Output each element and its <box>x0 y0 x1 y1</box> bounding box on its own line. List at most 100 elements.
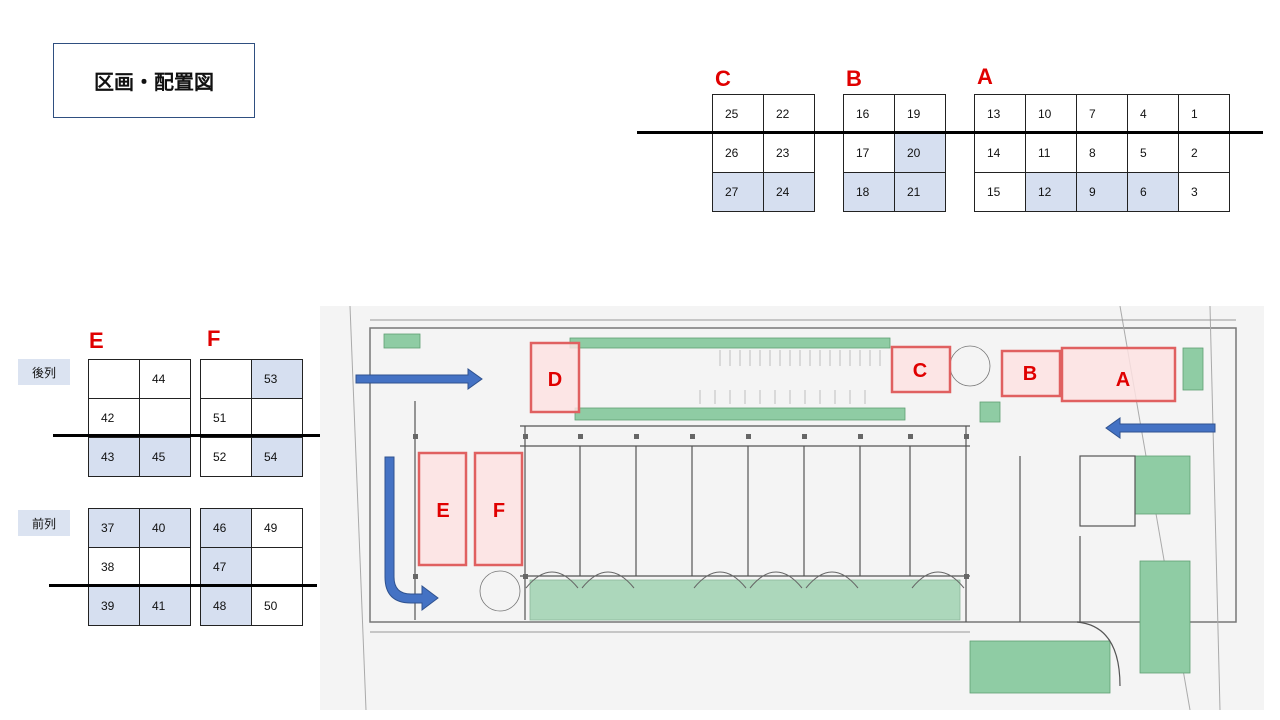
floor-plan: D C B A E F <box>320 306 1264 710</box>
empty-slot <box>139 547 191 587</box>
marker-d <box>529 341 581 414</box>
slot-22: 22 <box>763 94 815 134</box>
section-e-label: E <box>89 328 104 353</box>
slot-16: 16 <box>843 94 895 134</box>
slot-50: 50 <box>251 586 303 626</box>
slot-1: 1 <box>1178 94 1230 134</box>
slot-40: 40 <box>139 508 191 548</box>
slot-15: 15 <box>974 172 1026 212</box>
slot-14: 14 <box>974 133 1026 173</box>
slot-9: 9 <box>1076 172 1128 212</box>
grid-row: 42 <box>88 398 191 438</box>
section-a-label: A <box>977 64 993 89</box>
slot-25: 25 <box>712 94 764 134</box>
slot-47: 47 <box>200 547 252 587</box>
slot-6: 6 <box>1127 172 1179 212</box>
page-title: 区画・配置図 <box>53 43 255 118</box>
slot-10: 10 <box>1025 94 1077 134</box>
empty-slot <box>88 359 140 399</box>
slot-23: 23 <box>763 133 815 173</box>
marker-f <box>473 451 524 567</box>
empty-slot <box>139 398 191 438</box>
slot-19: 19 <box>894 94 946 134</box>
slot-52: 52 <box>200 437 252 477</box>
marker-c-label: C <box>913 360 927 382</box>
top-divider-line <box>637 131 1263 134</box>
front-row-label: 前列 <box>18 510 70 536</box>
grid-row: 53 <box>200 359 303 399</box>
slot-38: 38 <box>88 547 140 587</box>
slot-42: 42 <box>88 398 140 438</box>
slot-49: 49 <box>251 508 303 548</box>
slot-27: 27 <box>712 172 764 212</box>
building-outline <box>369 327 1237 623</box>
slot-43: 43 <box>88 437 140 477</box>
empty-slot <box>200 359 252 399</box>
marker-d-label: D <box>548 369 562 391</box>
marker-b <box>1000 349 1062 398</box>
slot-41: 41 <box>139 586 191 626</box>
stair-hatching <box>699 350 881 404</box>
slot-44: 44 <box>139 359 191 399</box>
slot-20: 20 <box>894 133 946 173</box>
slot-4: 4 <box>1127 94 1179 134</box>
slot-37: 37 <box>88 508 140 548</box>
marker-a-label: A <box>1116 369 1130 391</box>
marker-c <box>890 345 952 394</box>
slot-11: 11 <box>1025 133 1077 173</box>
slot-45: 45 <box>139 437 191 477</box>
grid-row: 38 <box>88 547 191 587</box>
marker-b-label: B <box>1023 363 1037 385</box>
slot-7: 7 <box>1076 94 1128 134</box>
back-divider-line <box>53 434 321 437</box>
bay-arches <box>525 571 965 589</box>
back-row-label: 後列 <box>18 359 70 385</box>
slot-3: 3 <box>1178 172 1230 212</box>
slot-12: 12 <box>1025 172 1077 212</box>
slot-8: 8 <box>1076 133 1128 173</box>
slot-5: 5 <box>1127 133 1179 173</box>
slot-51: 51 <box>200 398 252 438</box>
slot-53: 53 <box>251 359 303 399</box>
marker-f-label: F <box>493 500 505 522</box>
slot-39: 39 <box>88 586 140 626</box>
slot-18: 18 <box>843 172 895 212</box>
empty-slot <box>251 398 303 438</box>
slot-17: 17 <box>843 133 895 173</box>
slot-13: 13 <box>974 94 1026 134</box>
grid-row: 51 <box>200 398 303 438</box>
slot-2: 2 <box>1178 133 1230 173</box>
front-divider-line <box>49 584 317 587</box>
plan-markers: D C B A E F <box>417 341 1177 567</box>
slot-48: 48 <box>200 586 252 626</box>
slot-21: 21 <box>894 172 946 212</box>
grid-row: 47 <box>200 547 303 587</box>
empty-slot <box>251 547 303 587</box>
grid-row: 44 <box>88 359 191 399</box>
slot-26: 26 <box>712 133 764 173</box>
slot-54: 54 <box>251 437 303 477</box>
section-c-label: C <box>715 66 731 91</box>
marker-e-label: E <box>436 500 449 522</box>
